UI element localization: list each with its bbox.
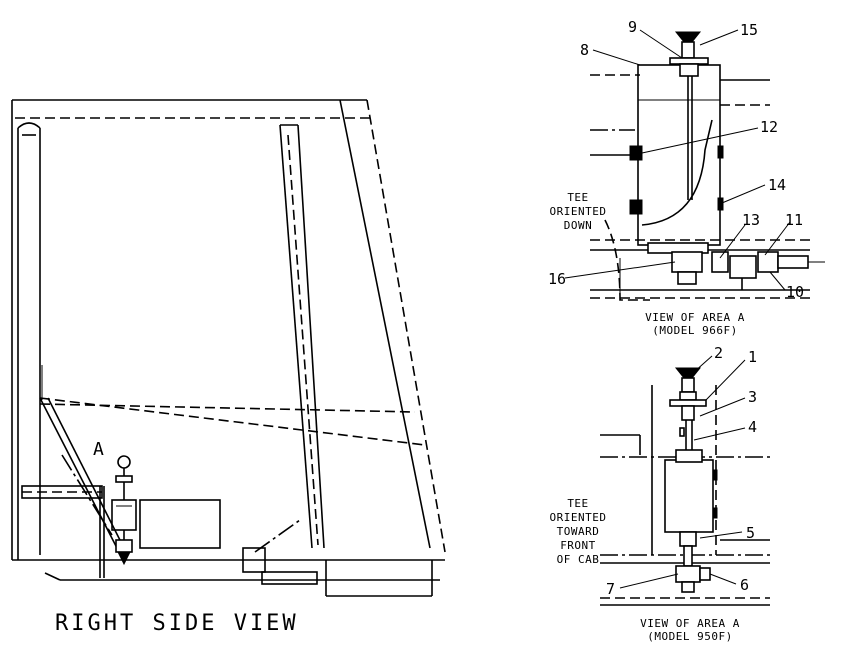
callout-4: 4 xyxy=(748,418,757,436)
callout-11: 11 xyxy=(785,211,803,229)
note-966f-line2: ORIENTED xyxy=(550,205,607,218)
callout-2: 2 xyxy=(714,344,723,362)
callout-5: 5 xyxy=(746,524,755,542)
caption-966f-line1: VIEW OF AREA A xyxy=(645,311,745,324)
note-950f-line5: OF CAB xyxy=(557,553,600,566)
callouts-950f: 2 1 3 4 5 7 6 xyxy=(606,344,757,598)
callouts-966f: 8 9 15 12 14 13 11 16 10 xyxy=(548,18,804,301)
cap-966f xyxy=(669,31,709,77)
callout-10: 10 xyxy=(786,283,804,301)
callout-1: 1 xyxy=(748,348,757,366)
mount-bracket xyxy=(21,485,221,578)
tee-note-950f: TEE ORIENTED TOWARD FRONT OF CAB xyxy=(550,497,607,566)
callout-14: 14 xyxy=(768,176,786,194)
callout-13: 13 xyxy=(742,211,760,229)
area-a-label: A xyxy=(93,439,104,460)
note-966f-line1: TEE xyxy=(567,191,588,204)
callout-8: 8 xyxy=(580,41,589,59)
callout-9: 9 xyxy=(628,18,637,36)
callout-6: 6 xyxy=(740,576,749,594)
view-950f: 2 1 3 4 5 7 6 TEE ORIENTED TOWARD FRONT … xyxy=(550,344,770,643)
tee-fitting-950f xyxy=(675,531,711,593)
caption-950f-line2: (MODEL 950F) xyxy=(647,630,732,643)
note-950f-line2: ORIENTED xyxy=(550,511,607,524)
view-966f: 8 9 15 12 14 13 11 16 10 TEE ORIENTED DO… xyxy=(548,18,825,337)
right-post xyxy=(279,124,325,549)
reservoir-side xyxy=(111,455,137,566)
note-950f-line1: TEE xyxy=(567,497,588,510)
note-966f-line3: DOWN xyxy=(564,219,593,232)
callout-16: 16 xyxy=(548,270,566,288)
note-950f-line3: TOWARD xyxy=(557,525,600,538)
reservoir-966f xyxy=(629,64,724,246)
caption-950f-line1: VIEW OF AREA A xyxy=(640,617,740,630)
callout-7: 7 xyxy=(606,580,615,598)
right-side-view-title: RIGHT SIDE VIEW xyxy=(55,611,299,636)
cab-outline xyxy=(11,99,446,581)
callout-3: 3 xyxy=(748,388,757,406)
callout-12: 12 xyxy=(760,118,778,136)
cap-950f xyxy=(669,367,707,437)
callout-15: 15 xyxy=(740,21,758,39)
note-950f-line4: FRONT xyxy=(560,539,596,552)
left-post xyxy=(17,122,43,560)
right-side-view: A RIGHT SIDE VIEW xyxy=(11,99,446,636)
caption-966f-line2: (MODEL 966F) xyxy=(652,324,737,337)
floor-channel xyxy=(242,519,433,597)
tee-note-966f: TEE ORIENTED DOWN xyxy=(550,191,607,232)
